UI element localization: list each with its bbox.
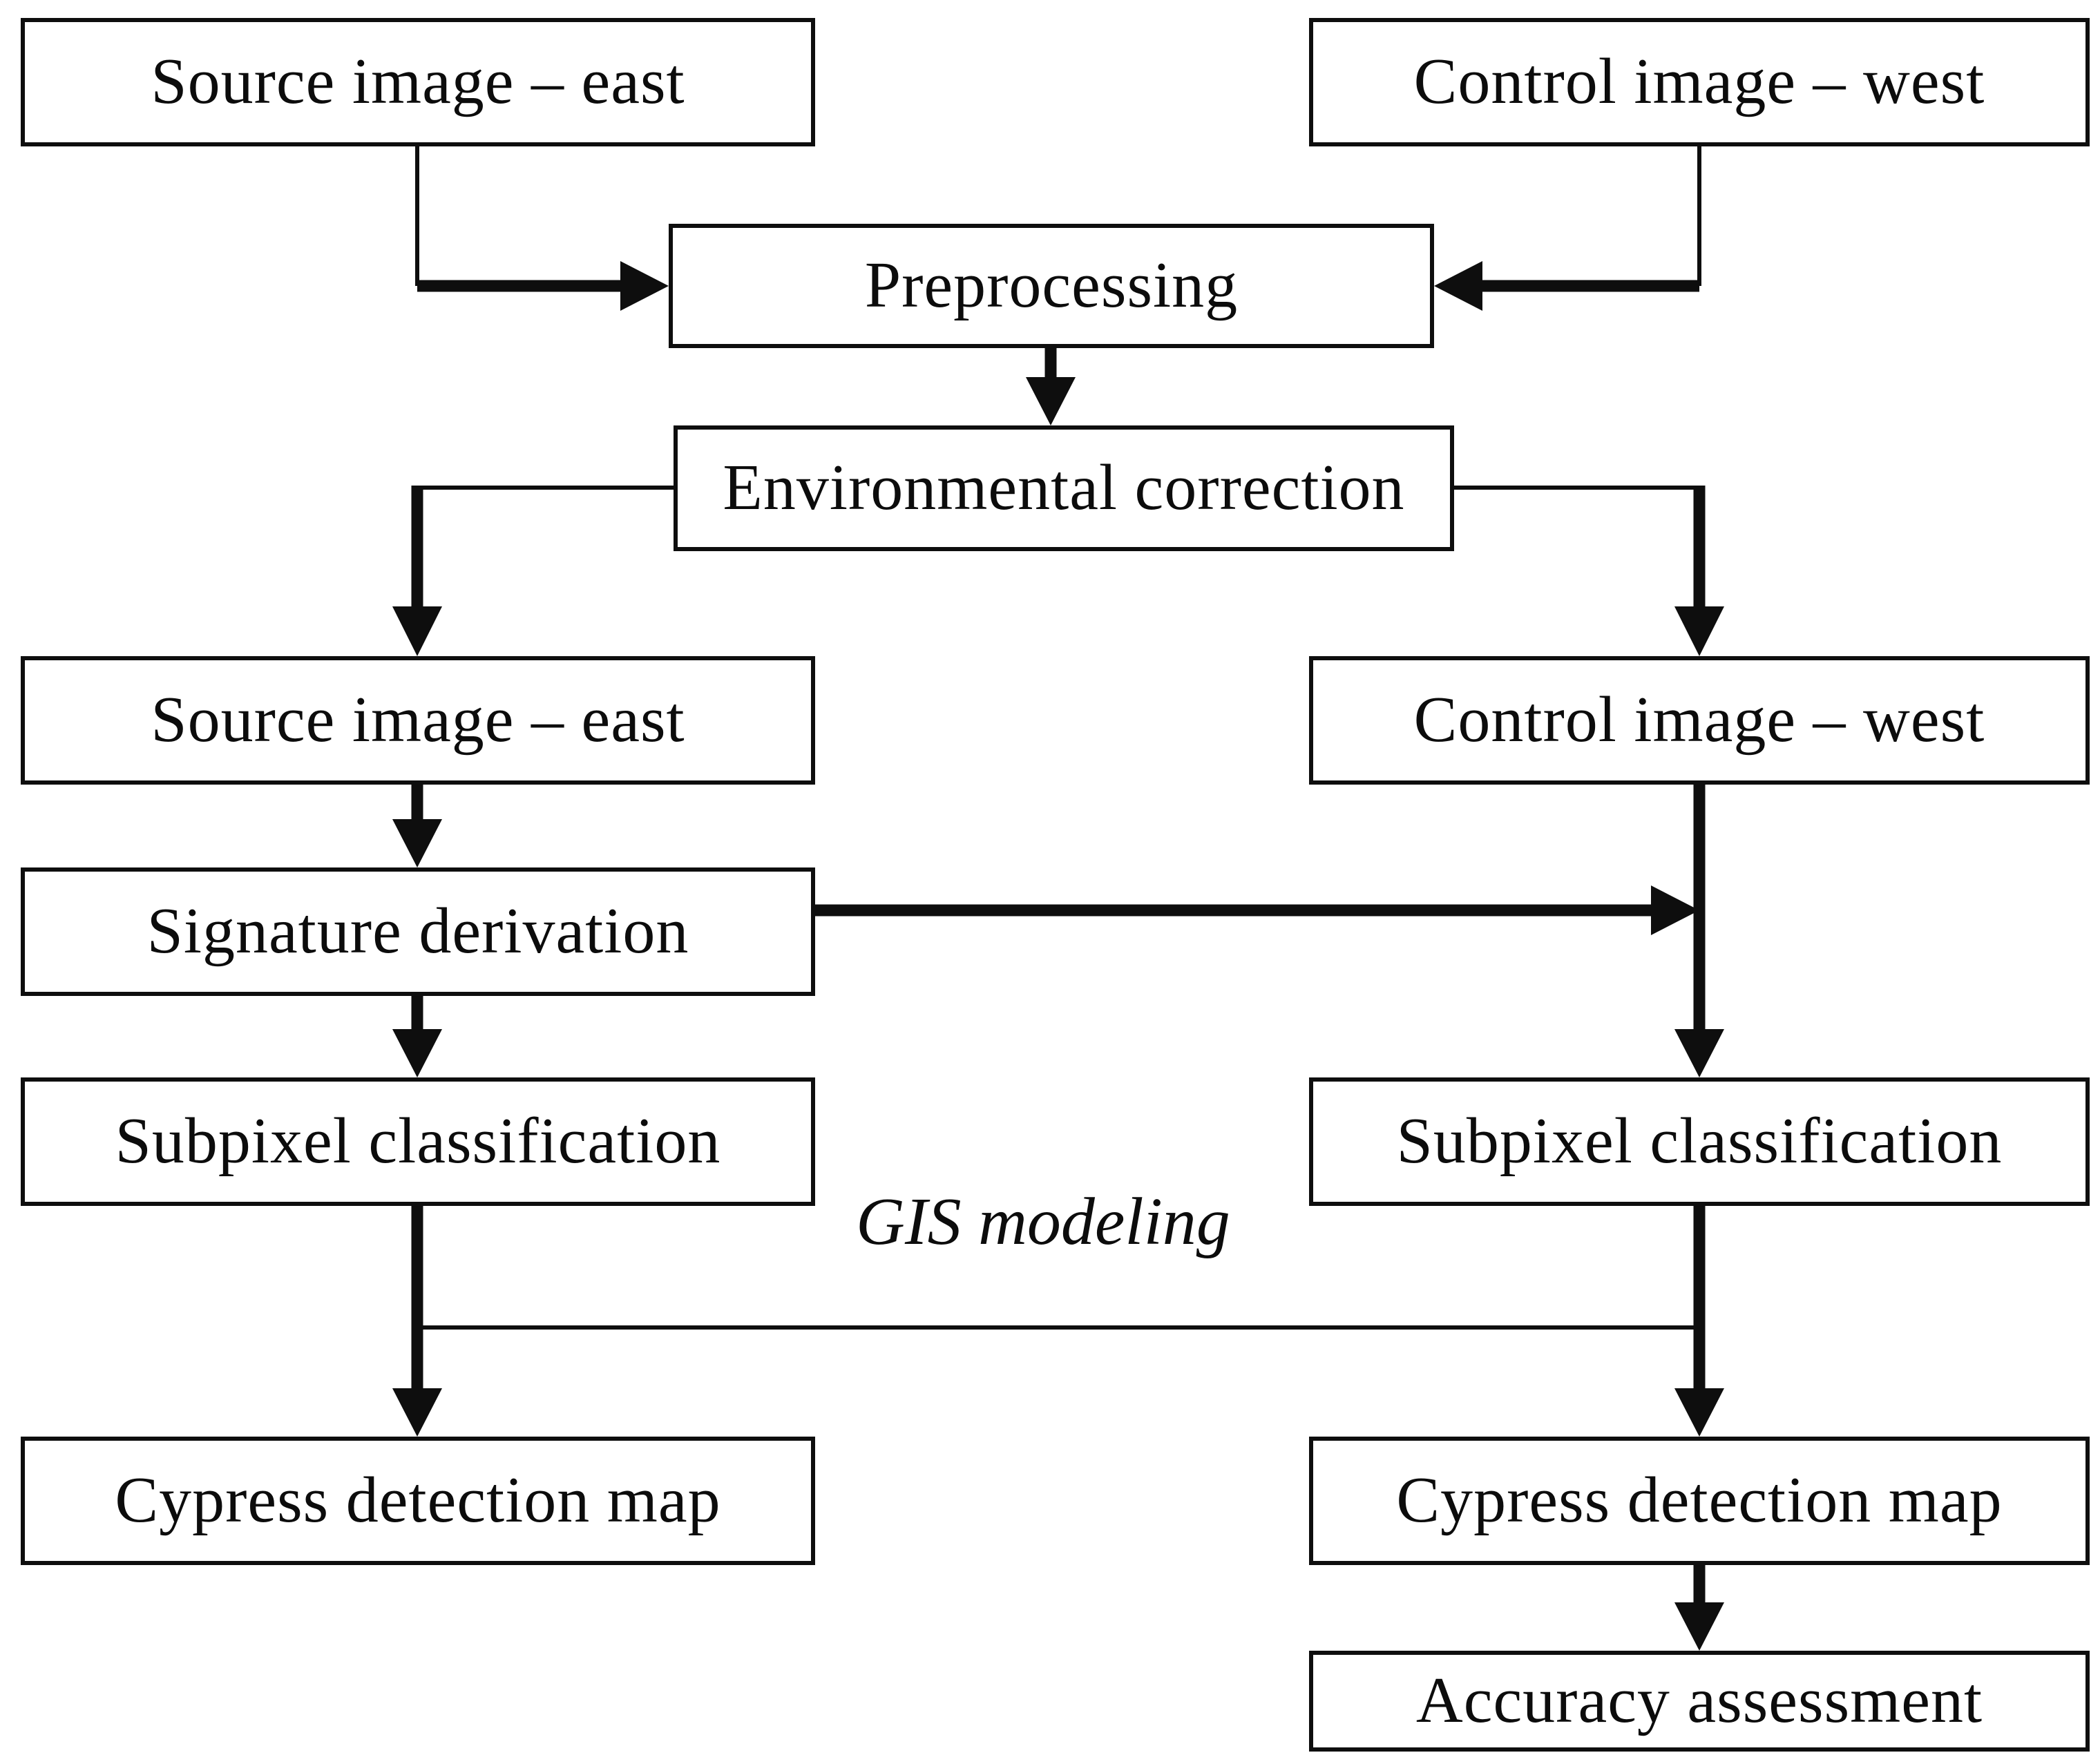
edge-source-east-to-signature-derivation (392, 785, 442, 867)
node-environmental-correction: Environmental correction (674, 425, 1454, 551)
edge-cypress-right-to-accuracy-assessment (1674, 1565, 1724, 1651)
edge-environmental-correction-to-source-east (392, 486, 676, 656)
node-preprocessing: Preprocessing (669, 224, 1434, 348)
node-control-image-west-corrected: Control image – west (1309, 656, 2090, 785)
node-cypress-detection-map-left: Cypress detection map (21, 1437, 815, 1565)
edge-control-west-to-preprocessing (1434, 146, 1701, 311)
node-control-image-west-top: Control image – west (1309, 18, 2090, 146)
edge-subpixel-left-to-cypress-left (392, 1206, 442, 1437)
node-subpixel-classification-left: Subpixel classification (21, 1077, 815, 1206)
node-source-image-east-corrected: Source image – east (21, 656, 815, 785)
edge-preprocessing-to-environmental-correction (1026, 348, 1076, 425)
node-accuracy-assessment: Accuracy assessment (1309, 1651, 2090, 1752)
node-signature-derivation: Signature derivation (21, 867, 815, 996)
edge-signature-derivation-to-right-column (815, 885, 1699, 935)
node-source-image-east-top: Source image – east (21, 18, 815, 146)
edge-source-east-to-preprocessing (415, 146, 669, 311)
edge-control-west-to-subpixel-right (1674, 785, 1724, 1077)
edge-environmental-correction-to-control-west (1452, 486, 1724, 656)
node-subpixel-classification-right: Subpixel classification (1309, 1077, 2090, 1206)
edge-subpixel-right-to-cypress-right (1674, 1206, 1724, 1437)
gis-modeling-label: GIS modeling (856, 1185, 1230, 1259)
node-cypress-detection-map-right: Cypress detection map (1309, 1437, 2090, 1565)
edge-signature-derivation-to-subpixel-left (392, 996, 442, 1077)
